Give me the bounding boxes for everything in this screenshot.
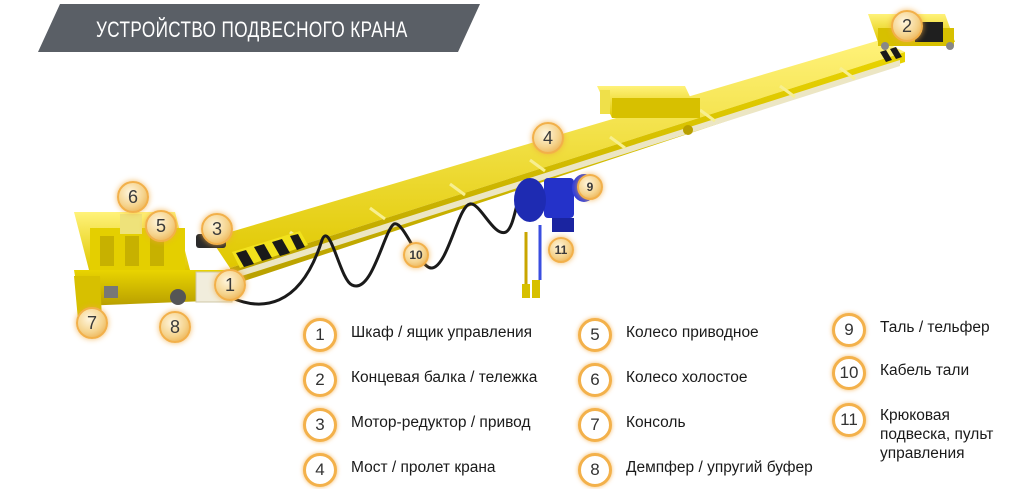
legend-number: 10 bbox=[832, 356, 866, 390]
marker-5: 5 bbox=[145, 210, 177, 242]
legend-label: Таль / тельфер bbox=[880, 319, 990, 336]
legend-number: 3 bbox=[303, 408, 337, 442]
legend-label: Концевая балка / тележка bbox=[351, 369, 538, 386]
hazard-stripes-left bbox=[232, 231, 308, 268]
marker-9: 9 bbox=[577, 174, 603, 200]
legend-label: Демпфер / упругий буфер bbox=[626, 459, 813, 476]
legend-label: Мотор-редуктор / привод bbox=[351, 414, 531, 431]
legend-number: 6 bbox=[578, 363, 612, 397]
legend-item-2: 2 Концевая балка / тележка bbox=[303, 363, 537, 397]
legend-label: Крюковая подвеска, пульт управления bbox=[880, 407, 994, 462]
marker-11: 11 bbox=[548, 237, 574, 263]
legend-label: Колесо приводное bbox=[626, 324, 759, 341]
title-banner-shape bbox=[38, 4, 480, 52]
legend-number: 8 bbox=[578, 453, 612, 487]
legend-item-7: 7 Консоль bbox=[578, 408, 686, 442]
legend-item-4: 4 Мост / пролет крана bbox=[303, 453, 496, 487]
legend-label: Шкаф / ящик управления bbox=[351, 324, 533, 341]
legend-item-1: 1 Шкаф / ящик управления bbox=[303, 318, 532, 352]
legend-number: 2 bbox=[303, 363, 337, 397]
legend-label: Мост / пролет крана bbox=[351, 459, 496, 476]
legend-item-3: 3 Мотор-редуктор / привод bbox=[303, 408, 530, 442]
legend-item-9: 9 Таль / тельфер bbox=[832, 313, 990, 347]
legend-number: 9 bbox=[832, 313, 866, 347]
legend-item-10: 10 Кабель тали bbox=[832, 356, 969, 390]
legend-label: Колесо холостое bbox=[626, 369, 748, 386]
marker-6: 6 bbox=[117, 181, 149, 213]
page-title: УСТРОЙСТВО ПОДВЕСНОГО КРАНА bbox=[96, 17, 408, 42]
legend-number: 5 bbox=[578, 318, 612, 352]
marker-10: 10 bbox=[403, 242, 429, 268]
hazard-stripes-right bbox=[880, 47, 902, 62]
legend-item-5: 5 Колесо приводное bbox=[578, 318, 759, 352]
marker-8: 8 bbox=[159, 311, 191, 343]
legend-number: 7 bbox=[578, 408, 612, 442]
marker-4: 4 bbox=[532, 122, 564, 154]
legend-item-11: 11 Крюковая подвеска, пульт управления bbox=[832, 403, 1010, 463]
legend-number: 11 bbox=[832, 403, 866, 437]
legend-number: 4 bbox=[303, 453, 337, 487]
hoist-cable bbox=[231, 186, 527, 306]
title-banner: УСТРОЙСТВО ПОДВЕСНОГО КРАНА bbox=[38, 4, 480, 52]
marker-7: 7 bbox=[76, 307, 108, 339]
legend-label: Консоль bbox=[626, 414, 686, 431]
legend-item-8: 8 Демпфер / упругий буфер bbox=[578, 453, 813, 487]
marker-2: 2 bbox=[891, 10, 923, 42]
legend-label: Кабель тали bbox=[880, 362, 970, 379]
legend-number: 1 bbox=[303, 318, 337, 352]
marker-3: 3 bbox=[201, 213, 233, 245]
legend-item-6: 6 Колесо холостое bbox=[578, 363, 747, 397]
middle-support bbox=[597, 86, 700, 135]
marker-1: 1 bbox=[214, 269, 246, 301]
